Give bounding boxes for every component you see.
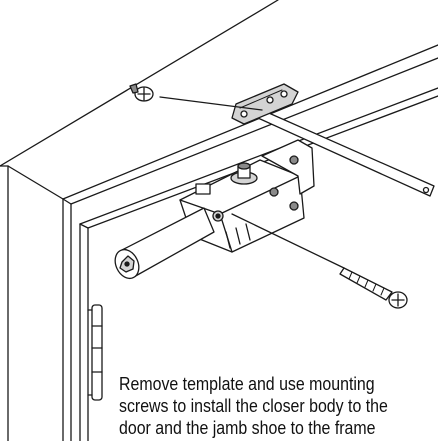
instruction-line-1: Remove template and use mounting — [119, 373, 375, 394]
closer-body — [114, 139, 315, 280]
instruction-line-3: door and the jamb shoe to the frame — [119, 417, 376, 438]
instruction-line-2: screws to install the closer body to the — [119, 395, 388, 416]
bottom-screw — [231, 213, 408, 309]
jamb-shoe — [231, 83, 299, 125]
top-screw — [129, 83, 263, 111]
hinge — [87, 304, 103, 401]
instruction-caption: Remove template and use mounting screws … — [119, 373, 403, 439]
